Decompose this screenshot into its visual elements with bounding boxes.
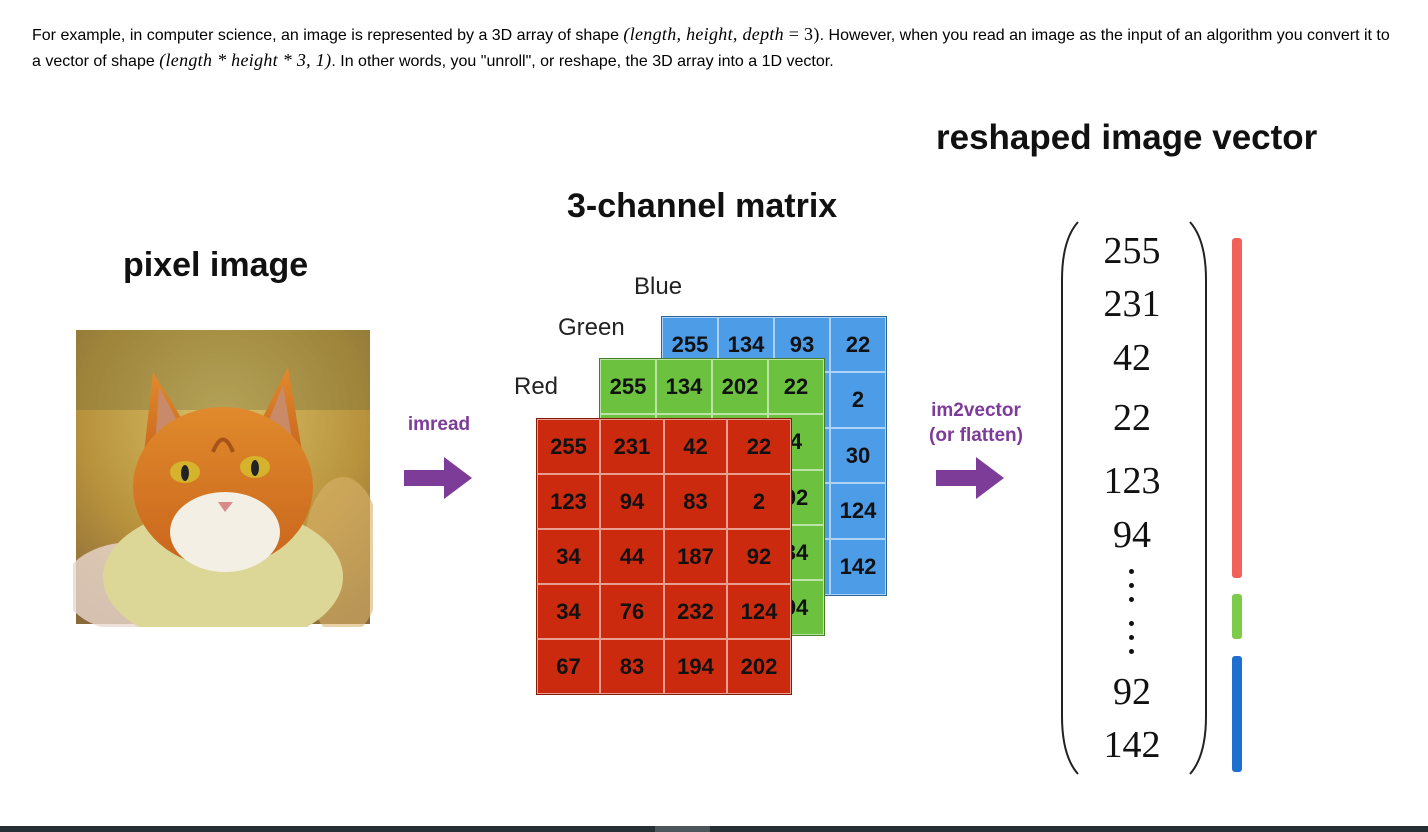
blue-cell: 30	[830, 428, 886, 483]
cat-image	[73, 327, 373, 627]
im2vector-arrow-icon	[936, 457, 1004, 499]
vector-value: 22	[1113, 397, 1151, 439]
para-text-2: . However, when you read an image as the…	[32, 27, 1390, 70]
blue-cell: 124	[830, 483, 886, 539]
red-cell: 42	[664, 419, 727, 474]
math-shape-3d: (length, height, depth = 3)	[623, 24, 820, 44]
para-text-3: . In other words, you "unroll", or resha…	[331, 53, 834, 70]
red-cell: 67	[537, 639, 600, 694]
red-cell: 22	[727, 419, 791, 474]
red-cell: 34	[537, 584, 600, 639]
red-cell: 92	[727, 529, 791, 584]
vector-ellipsis-1	[1129, 569, 1135, 611]
im2vector-label: im2vector (or flatten)	[916, 398, 1036, 448]
green-cell: 22	[768, 359, 824, 414]
red-cell: 2	[727, 474, 791, 529]
vector-value: 142	[1103, 724, 1161, 766]
red-cell: 194	[664, 639, 727, 694]
red-cell: 94	[600, 474, 664, 529]
imread-label: imread	[407, 414, 471, 435]
green-cell: 255	[600, 359, 656, 414]
red-cell: 187	[664, 529, 727, 584]
vector-value: 255	[1103, 230, 1161, 272]
blue-layer-label: Blue	[634, 273, 683, 300]
intro-paragraph: For example, in computer science, an ima…	[32, 22, 1402, 74]
vector-ellipsis-2	[1129, 621, 1135, 663]
vector-right-bracket	[1189, 221, 1207, 775]
red-channel-bar	[1232, 238, 1242, 578]
im2vector-text: im2vector	[931, 400, 1021, 421]
green-cell: 202	[712, 359, 768, 414]
para-text-1: For example, in computer science, an ima…	[32, 27, 624, 44]
math-shape-vector: (length * height * 3, 1)	[159, 50, 332, 70]
blue-cell: 134	[718, 317, 774, 372]
red-cell: 124	[727, 584, 791, 639]
green-channel-bar	[1232, 594, 1242, 639]
vector-value: 92	[1113, 671, 1151, 713]
green-layer-label: Green	[558, 314, 625, 341]
vector-value: 42	[1113, 337, 1151, 379]
bottom-scroll-bar[interactable]	[0, 826, 1428, 832]
vector-left-bracket	[1061, 221, 1079, 775]
red-cell: 83	[600, 639, 664, 694]
red-cell: 44	[600, 529, 664, 584]
red-cell: 202	[727, 639, 791, 694]
vector-title: reshaped image vector	[936, 118, 1318, 157]
flatten-text: (or flatten)	[929, 425, 1023, 446]
blue-channel-bar	[1232, 656, 1242, 772]
vector-value: 94	[1113, 514, 1151, 556]
vector-value: 123	[1103, 460, 1161, 502]
red-channel-matrix: 255 231 42 22 123 94 83 2 34 44 187 92 3…	[536, 418, 792, 695]
green-cell: 134	[656, 359, 712, 414]
imread-arrow-icon	[404, 457, 472, 499]
red-cell: 255	[537, 419, 600, 474]
blue-cell: 142	[830, 539, 886, 595]
matrix-title: 3-channel matrix	[567, 187, 838, 225]
red-cell: 83	[664, 474, 727, 529]
red-cell: 232	[664, 584, 727, 639]
red-layer-label: Red	[514, 373, 559, 400]
red-cell: 231	[600, 419, 664, 474]
vector-value: 231	[1103, 283, 1161, 325]
red-cell: 76	[600, 584, 664, 639]
red-cell: 34	[537, 529, 600, 584]
blue-cell: 22	[830, 317, 886, 372]
pixel-image-title: pixel image	[123, 246, 309, 284]
red-cell: 123	[537, 474, 600, 529]
scroll-thumb[interactable]	[655, 826, 710, 832]
blue-cell: 2	[830, 372, 886, 428]
